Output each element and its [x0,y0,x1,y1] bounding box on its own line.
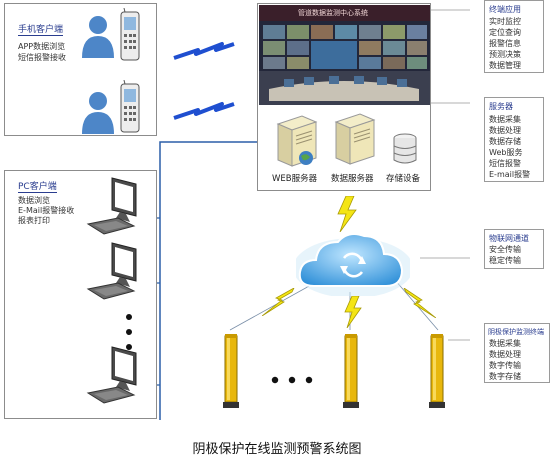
side-panel-item: 短信报警 [489,159,521,168]
side-panel-item: 报警信息 [489,39,521,48]
pc-client-title: PC客户端 [18,179,57,193]
side-panel-item: 数字存储 [489,372,521,381]
pc-computer-icon-2 [86,242,137,300]
pc-computer-icon [86,177,137,235]
pc-client-item-2: 报表打印 [18,216,50,225]
cloud-icon [296,233,410,296]
side-panel-item: 实时监控 [489,17,521,26]
storage-device-icon [393,133,417,164]
data-server-label: 数据服务器 [331,174,374,184]
control-room-photo [259,5,430,105]
control-room-panel: 管道数据监测中心系统 WEB服务器 数据服务器 存储设备 [257,3,431,191]
side-panel-server: 服务器 数据采集 数据处理 数据存储 Web服务 短信报警 E-mail报警 [484,97,544,182]
ellipsis-dots [126,314,132,350]
pc-client-item-0: 数据浏览 [18,196,50,205]
lightning-icon-2 [262,288,295,316]
side-panel-item: 数据存储 [489,137,521,146]
wireless-signal-icon-2 [173,102,235,120]
mobile-user-icon-2 [82,92,114,134]
side-panel-iot-channel: 物联网通道 安全传输 稳定传输 [484,229,544,269]
control-room-banner: 管道数据监测中心系统 [298,9,368,17]
side-panel-title: 阴极保护监测终端 [488,328,544,336]
side-panel-item: 预测决策 [489,50,521,59]
mobile-user-icon [82,16,114,58]
side-panel-title: 服务器 [489,102,513,111]
lightning-icon-3 [344,296,362,328]
side-panel-item: E-mail报警 [489,170,531,179]
side-panel-item: 数字传输 [489,361,521,370]
lightning-icon-4 [403,288,436,318]
pc-computer-icon-3 [86,346,137,404]
mobile-client-item-1: 短信报警接收 [18,53,66,62]
side-panel-title: 物联网通道 [489,234,529,243]
storage-device-label: 存储设备 [386,174,421,184]
side-panel-item: 稳定传输 [489,256,521,265]
mobile-client-title: 手机客户端 [18,22,64,36]
monitoring-post-icon [223,334,239,408]
wireless-signal-icon [173,42,235,60]
web-server-label: WEB服务器 [272,174,318,184]
lightning-icon [337,196,357,232]
side-panel-item: 数据处理 [489,350,521,359]
phone-icon [120,8,140,61]
side-panel-item: 数据采集 [489,339,521,348]
side-panel-item: 数据采集 [489,115,521,124]
data-server-icon [334,113,376,165]
side-panel-title: 终端应用 [489,5,521,14]
ellipsis-dots-2 [271,376,313,384]
diagram-caption: 阴极保护在线监测预警系统图 [192,442,362,457]
monitoring-post-icon-2 [343,334,359,408]
phone-icon-2 [120,80,140,133]
pc-client-item-1: E-Mail报警接收 [18,206,75,215]
mobile-client-item-0: APP数据浏览 [18,42,66,51]
side-panel-item: Web服务 [489,148,523,157]
side-panel-terminal-apps: 终端应用 实时监控 定位查询 报警信息 预测决策 数据管理 [484,0,544,73]
side-panel-item: 数据处理 [489,126,521,135]
web-server-icon [276,115,318,167]
side-panel-item: 定位查询 [489,28,521,37]
side-panel-item: 数据管理 [489,61,521,70]
side-panel-item: 安全传输 [489,245,521,254]
side-panel-monitoring-terminal: 阴极保护监测终端 数据采集 数据处理 数字传输 数字存储 [484,323,550,383]
monitoring-post-icon-3 [429,334,445,408]
